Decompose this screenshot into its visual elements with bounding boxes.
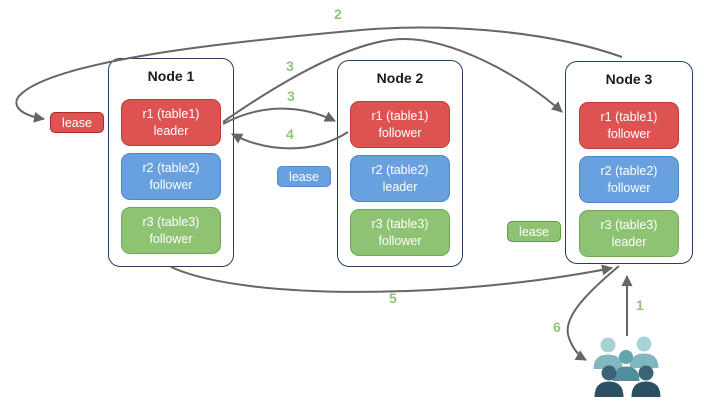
node-2-replica-r2: r2 (table2) leader [350, 155, 450, 202]
lease-badge-table1: lease [50, 112, 104, 133]
node-3: Node 3 r1 (table1) follower r2 (table2) … [565, 61, 693, 264]
replica-name: r3 (table3) [371, 217, 429, 232]
step-label-6: 6 [553, 319, 561, 335]
arrow-step-6 [566, 265, 620, 361]
lease-badge-table3: lease [507, 221, 561, 242]
replica-role: follower [607, 180, 651, 195]
replica-name: r1 (table1) [371, 109, 429, 124]
replica-role: follower [149, 177, 193, 192]
replica-role: follower [607, 126, 651, 141]
replica-name: r3 (table3) [142, 215, 200, 230]
users-icon [593, 336, 661, 397]
node-2-replica-r3: r3 (table3) follower [350, 209, 450, 256]
node-3-replica-r2: r2 (table2) follower [579, 156, 679, 203]
node-1-replica-r3: r3 (table3) follower [121, 207, 221, 254]
arrow-step-3-to-node2 [222, 107, 336, 125]
step-label-5: 5 [389, 290, 397, 306]
replica-name: r2 (table2) [142, 161, 200, 176]
replica-role: leader [611, 234, 647, 249]
replica-name: r2 (table2) [600, 164, 658, 179]
node-1: Node 1 r1 (table1) leader r2 (table2) fo… [108, 58, 234, 267]
node-2-title: Node 2 [376, 70, 424, 86]
replica-role: leader [153, 123, 189, 138]
replica-name: r1 (table1) [600, 110, 658, 125]
replica-name: r2 (table2) [371, 163, 429, 178]
replica-role: leader [382, 179, 418, 194]
node-1-title: Node 1 [147, 68, 195, 84]
step-label-4: 4 [286, 126, 294, 142]
node-3-replica-r3: r3 (table3) leader [579, 210, 679, 257]
replica-role: follower [378, 125, 422, 140]
node-3-replica-r1: r1 (table1) follower [579, 102, 679, 149]
node-2-replica-r1: r1 (table1) follower [350, 101, 450, 148]
node-2: Node 2 r1 (table1) follower r2 (table2) … [337, 60, 463, 267]
replica-role: follower [378, 233, 422, 248]
arrow-step-5 [170, 264, 613, 293]
node-1-replica-r1: r1 (table1) leader [121, 99, 221, 146]
replica-name: r3 (table3) [600, 218, 658, 233]
replica-role: follower [149, 231, 193, 246]
step-label-2: 2 [334, 6, 342, 22]
node-1-replica-r2: r2 (table2) follower [121, 153, 221, 200]
lease-badge-table2: lease [277, 166, 331, 187]
step-label-1: 1 [636, 297, 644, 313]
replica-name: r1 (table1) [142, 107, 200, 122]
node-3-title: Node 3 [605, 71, 653, 87]
step-label-3a: 3 [286, 58, 294, 74]
step-label-3b: 3 [287, 88, 295, 104]
